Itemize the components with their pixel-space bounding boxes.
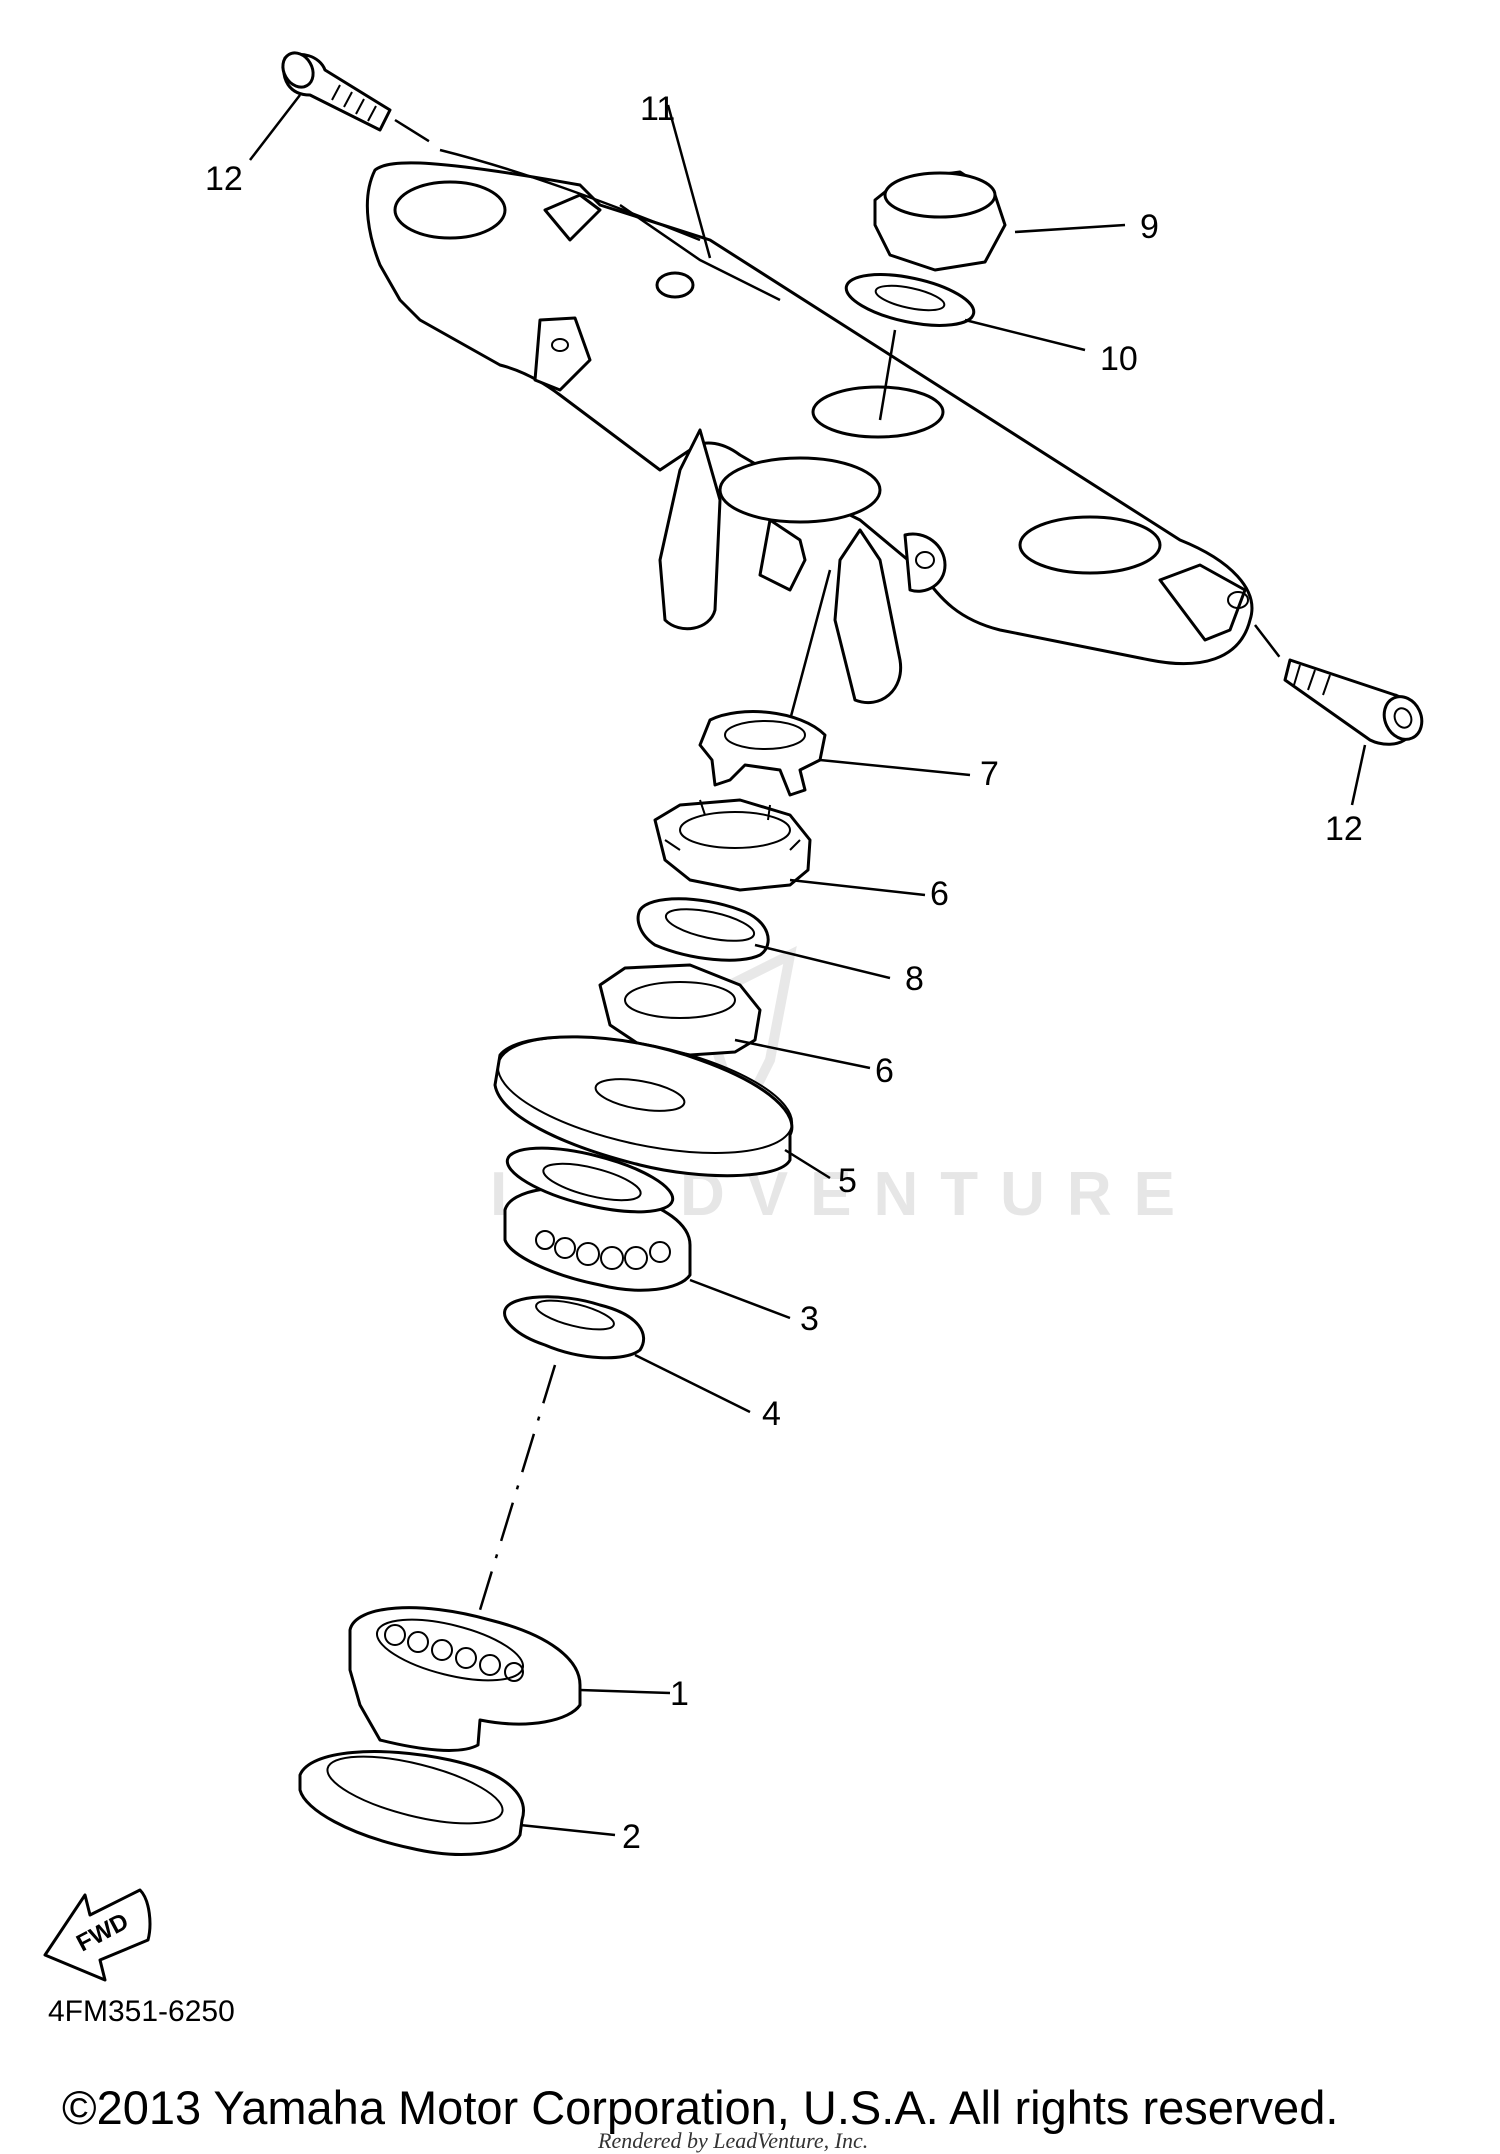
callout-2: 2: [622, 1818, 641, 1856]
outer-race: [298, 1750, 525, 1856]
ring-nut-lower: [598, 963, 762, 1057]
axis-line-mid: [788, 569, 832, 721]
bolt-upper-left: [281, 51, 441, 150]
callout-8: 8: [905, 960, 924, 998]
lock-washer: [698, 710, 827, 797]
rendered-by-credit: Rendered by LeadVenture, Inc.: [598, 2128, 869, 2153]
bearing-cover: [493, 1035, 794, 1178]
callout-12-lower: 12: [1325, 810, 1363, 848]
lower-bearing: [348, 1606, 582, 1752]
callout-7: 7: [980, 755, 999, 793]
callout-4: 4: [762, 1395, 781, 1433]
leader-lines: [249, 94, 1367, 1837]
assembly-center-line: [478, 1364, 557, 1611]
ring-nut-upper: [653, 798, 812, 892]
copyright-notice: ©2013 Yamaha Motor Corporation, U.S.A. A…: [62, 2081, 1339, 2134]
bolt-lower-right: [1254, 624, 1424, 746]
callout-9: 9: [1140, 208, 1159, 246]
axis-line-upper: [878, 329, 897, 421]
callout-11: 11: [640, 90, 675, 128]
callout-6-lower: 6: [875, 1052, 894, 1090]
cap-nut: [873, 170, 1007, 272]
callout-12-upper: 12: [205, 160, 243, 198]
callout-5: 5: [838, 1162, 857, 1200]
upper-bracket: [365, 148, 1254, 705]
callout-1: 1: [670, 1675, 689, 1713]
washer-top: [844, 273, 976, 327]
fwd-arrow-icon: FWD: [43, 1888, 152, 1982]
callout-10: 10: [1100, 340, 1138, 378]
callout-3: 3: [800, 1300, 819, 1338]
diagram-code: 4FM351-6250: [48, 1995, 235, 2028]
dust-seal: [503, 1295, 646, 1360]
upper-bearing: [503, 1146, 692, 1292]
rubber-washer: [636, 897, 770, 962]
callout-6-upper: 6: [930, 875, 949, 913]
